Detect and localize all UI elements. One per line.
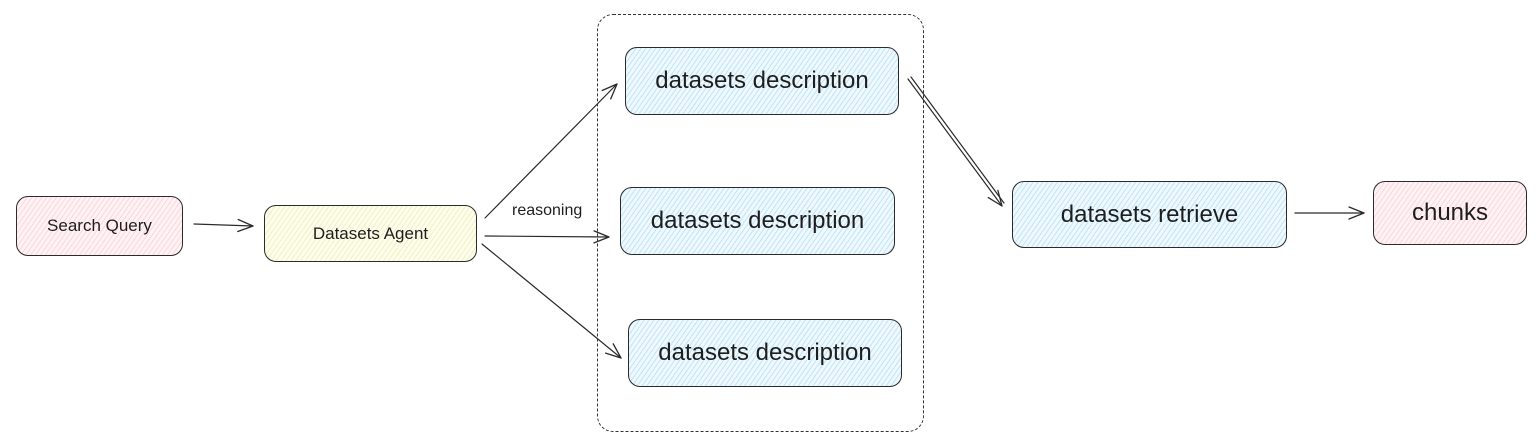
reasoning-edge-label: reasoning xyxy=(512,202,583,219)
arrow-agent-to-description-1 xyxy=(484,83,618,219)
search-query-node: Search Query xyxy=(16,196,183,256)
arrow-query-to-agent xyxy=(193,218,254,233)
chunks-label: chunks xyxy=(1411,199,1489,226)
datasets-description-label-3: datasets description xyxy=(658,339,872,366)
datasets-description-node-2: datasets description xyxy=(620,187,895,255)
datasets-agent-node: Datasets Agent xyxy=(264,205,477,262)
arrow-description-to-retrieve-shadow xyxy=(910,76,1005,204)
datasets-description-label-1: datasets description xyxy=(655,67,869,94)
datasets-description-node-3: datasets description xyxy=(628,319,902,387)
datasets-retrieve-node: datasets retrieve xyxy=(1012,181,1287,248)
chunks-node: chunks xyxy=(1373,181,1527,245)
datasets-description-label-2: datasets description xyxy=(650,207,865,234)
datasets-agent-label: Datasets Agent xyxy=(312,223,429,243)
datasets-retrieve-label: datasets retrieve xyxy=(1060,200,1239,228)
arrow-agent-to-description-2 xyxy=(484,230,610,244)
dataset-descriptions-group xyxy=(597,14,924,432)
datasets-description-node-1: datasets description xyxy=(625,47,899,115)
search-query-label: Search Query xyxy=(47,216,152,235)
